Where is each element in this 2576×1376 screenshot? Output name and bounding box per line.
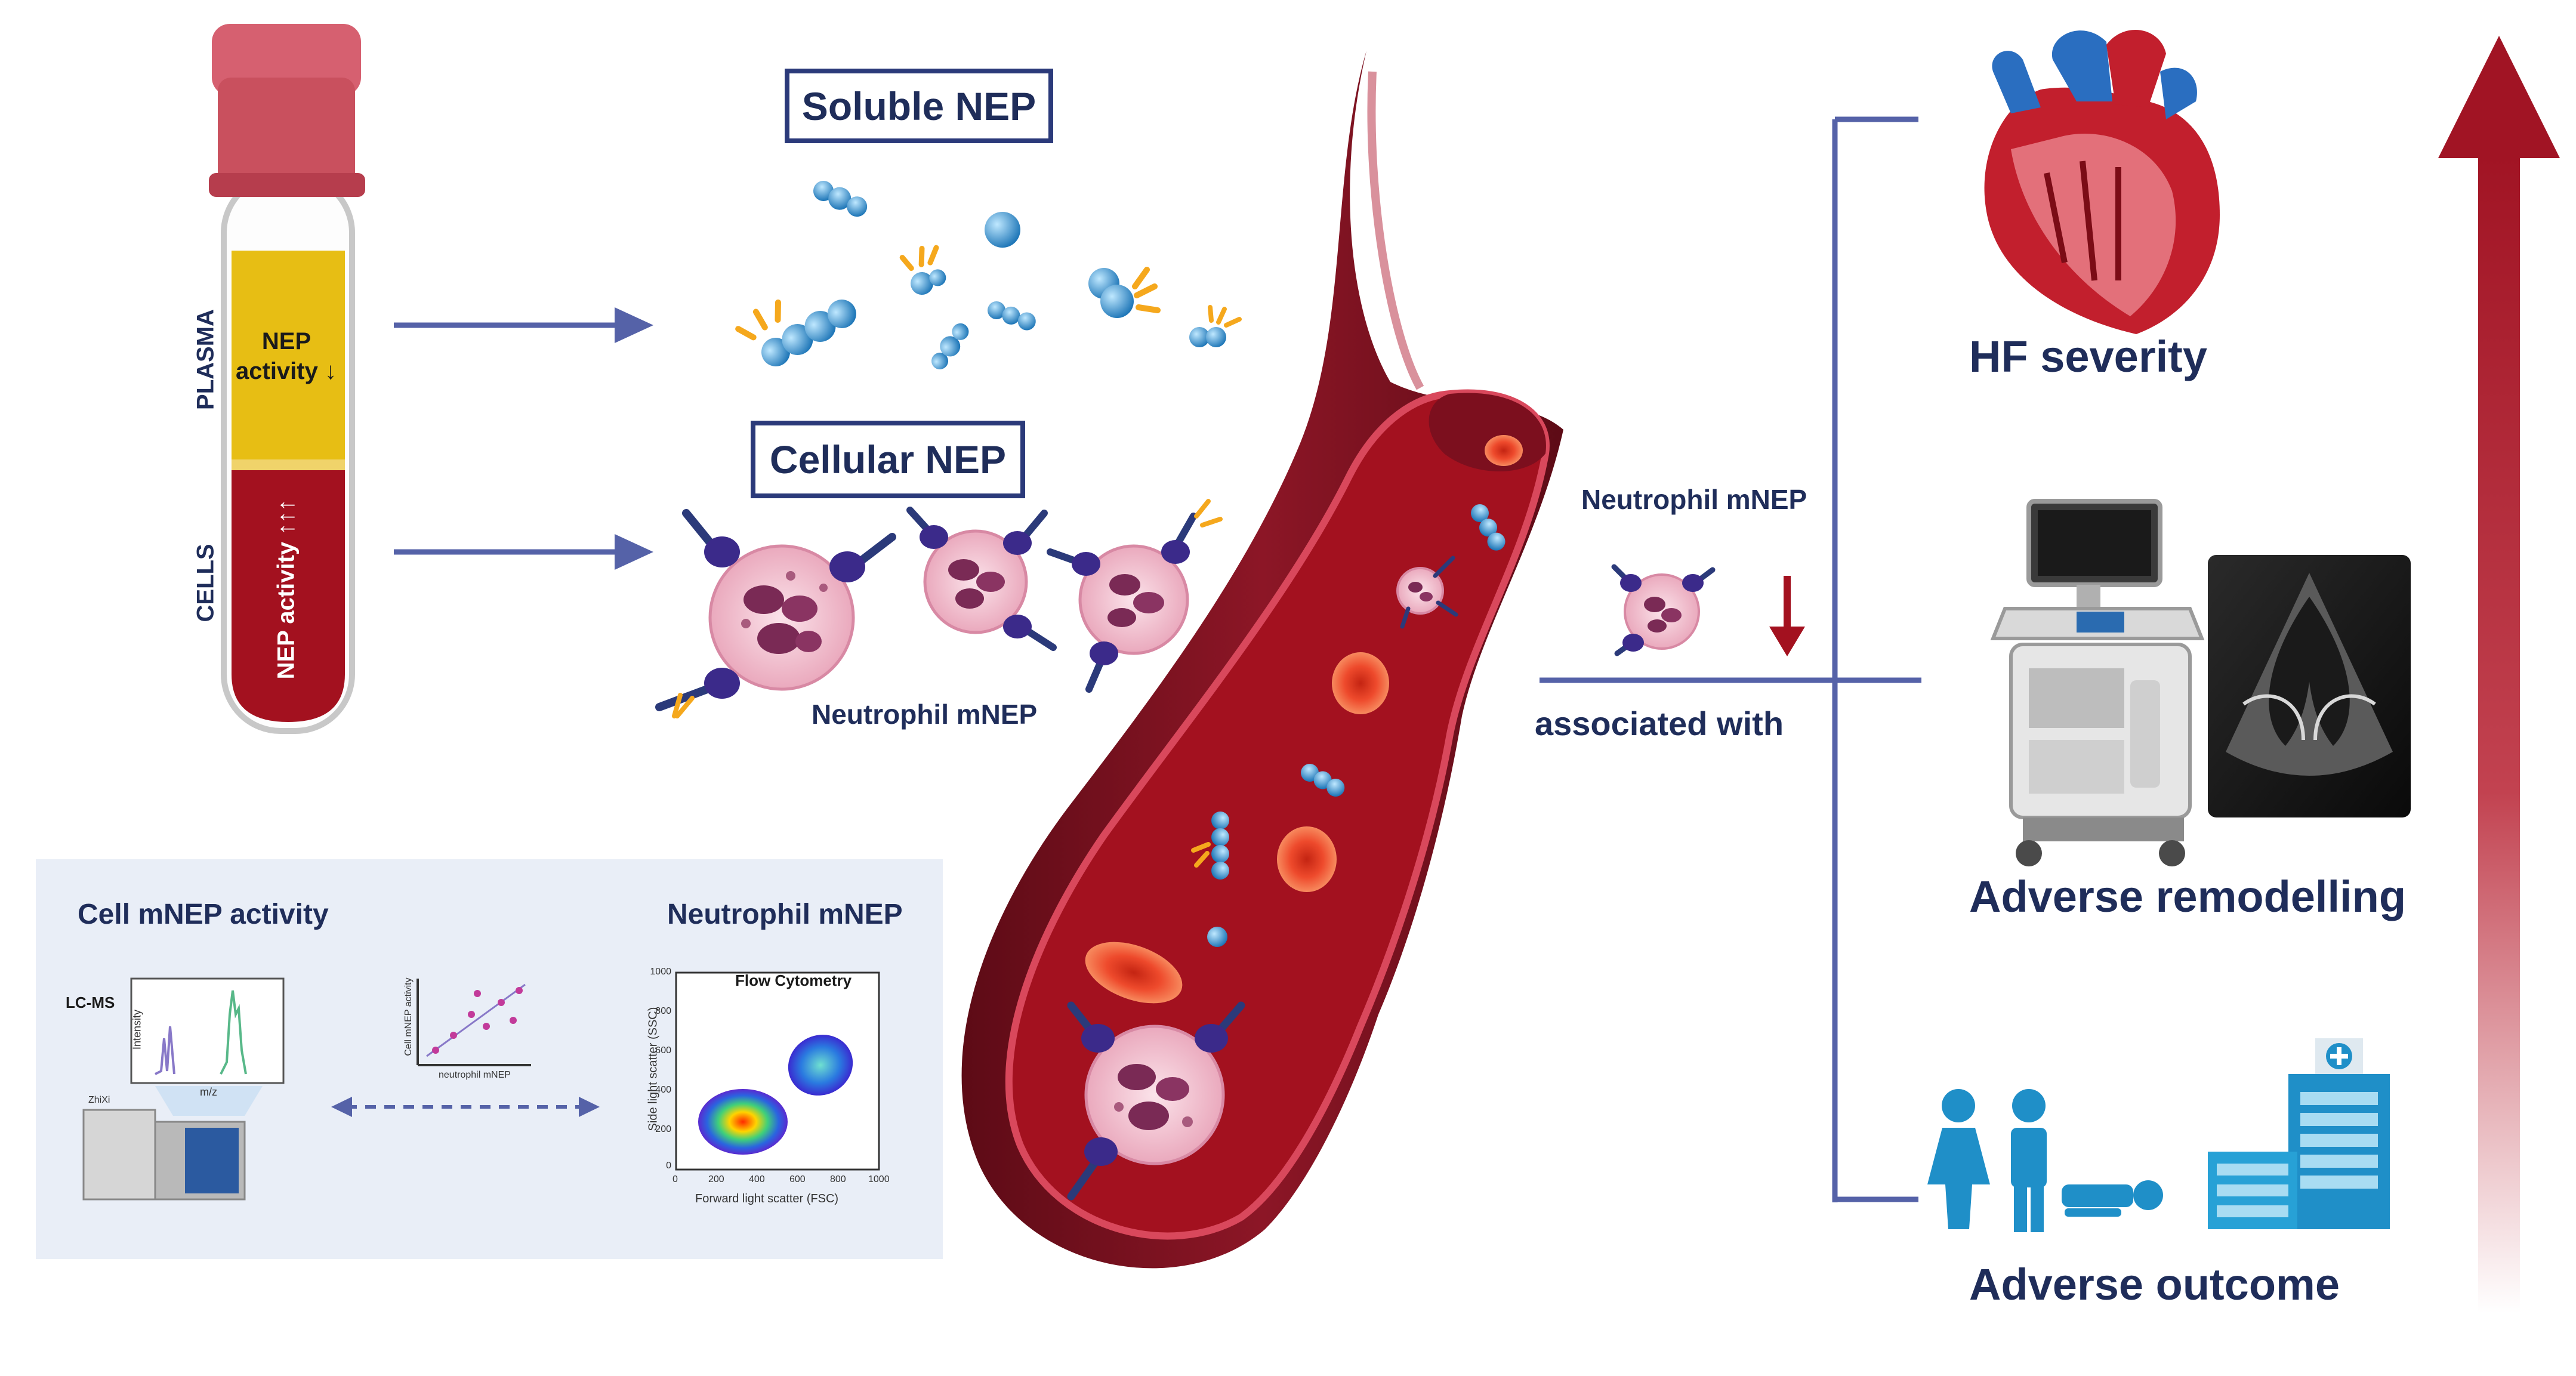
flow-y-tick: 600 [655,1045,671,1056]
adverse-outcome-label: Adverse outcome [1969,1260,2340,1309]
flow-y-tick: 800 [655,1006,671,1016]
flow-x-tick: 0 [672,1174,678,1184]
hf-severity-label: HF severity [1969,332,2207,381]
cell-mnep-activity-title: Cell mNEP activity [78,899,329,930]
adverse-remodelling-label: Adverse remodelling [1969,872,2407,921]
flow-y-tick: 1000 [650,967,671,977]
cells-nep-activity: NEP activity ↑↑↑ [273,499,300,680]
blood-vessel [961,51,1563,1269]
arrow-plasma-to-soluble [394,307,653,343]
flow-x-ticks: 0 200 400 600 800 1000 [671,1174,898,1189]
echocardiogram-image [2208,555,2411,817]
flow-cytometry-title: Flow Cytometry [735,971,852,989]
scatter-y-label: Cell mNEP activity [403,977,414,1056]
plasma-nep-line1: NEP [261,328,311,354]
plasma-nep-line2: activity ↓ [236,358,337,384]
instrument-text: ZhiXi [88,1095,110,1105]
cellular-nep-box: Cellular NEP [751,421,1025,498]
neutrophil-mnep-panel-title: Neutrophil mNEP [667,899,903,930]
cells-label: CELLS [192,544,219,622]
lcms-label: LC-MS [66,994,115,1011]
hospital-icon [2208,1038,2390,1229]
mz-label: m/z [200,1086,217,1098]
flow-y-tick: 400 [655,1085,671,1095]
associated-with-label: associated with [1535,705,1784,742]
flow-y-tick: 0 [666,1161,671,1171]
scatter-x-label: neutrophil mNEP [439,1070,511,1080]
plasma-label: PLASMA [192,309,219,410]
heart-image [1984,29,2220,335]
neutrophil-mnep-left-label: Neutrophil mNEP [812,699,1038,730]
flow-x-tick: 400 [749,1174,765,1184]
increasing-arrow [2438,36,2560,1313]
bracket [1832,116,1918,1202]
flow-x-tick: 800 [830,1174,846,1184]
soluble-nep-box: Soluble NEP [785,69,1053,143]
cellular-neutrophils [655,499,1223,718]
intensity-label: Intensity [131,1009,143,1050]
flow-x-tick: 600 [789,1174,806,1184]
ultrasound-machine [1990,499,2205,866]
arrow-cells-to-cellular [394,534,653,570]
patients-icon [1927,1089,2163,1232]
neutrophil-mnep-mid-label: Neutrophil mNEP [1581,484,1807,515]
soluble-nep-molecules [735,181,1242,369]
flow-y-tick: 200 [655,1124,671,1134]
decrease-arrow [1769,576,1805,656]
analysis-panel-graphics [36,859,943,1259]
flow-x-tick: 1000 [868,1174,890,1184]
blood-tube [209,24,365,734]
mid-neutrophil [1611,564,1716,656]
flow-x-label: Forward light scatter (FSC) [695,1192,839,1205]
flow-y-ticks: 1000 800 600 400 200 0 [644,967,671,1173]
flow-x-tick: 200 [708,1174,724,1184]
